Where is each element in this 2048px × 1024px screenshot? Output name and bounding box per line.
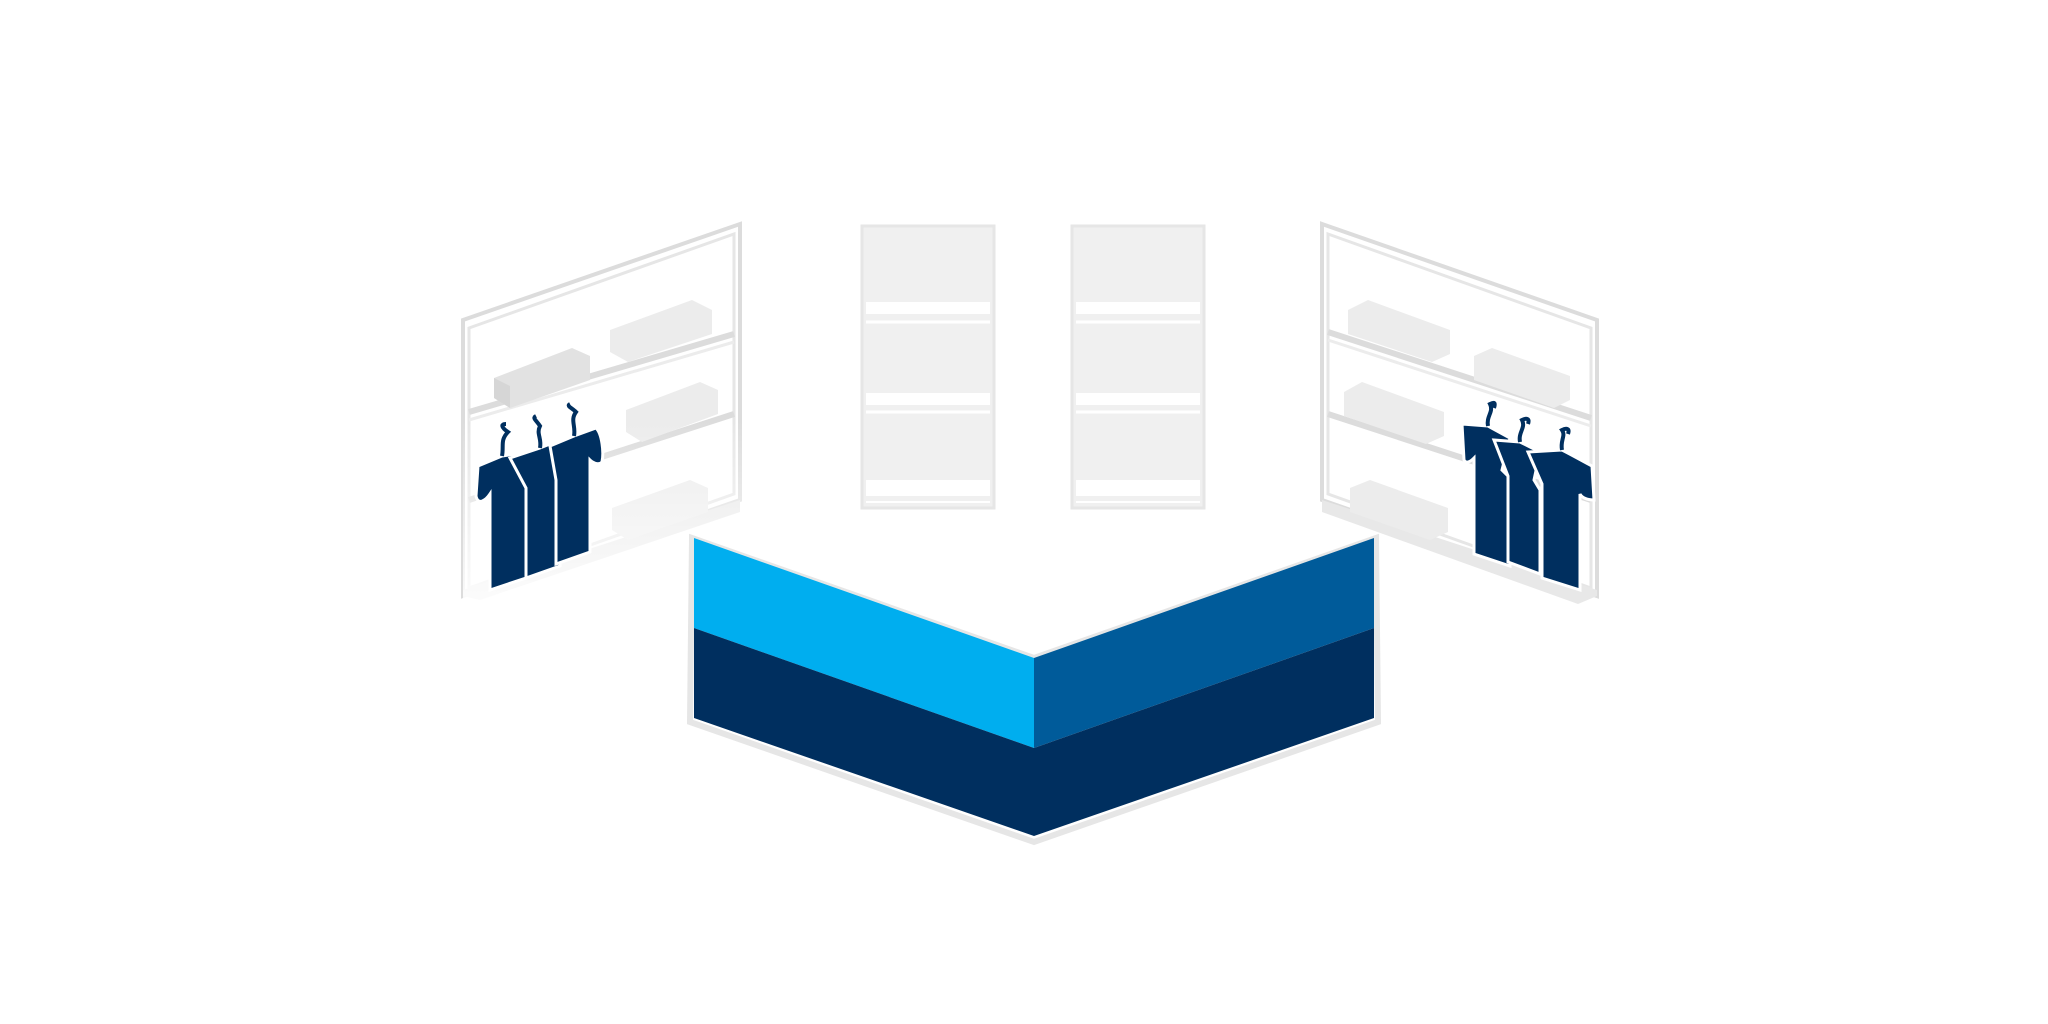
left-clothing-rack-icon [474,402,605,593]
garment-icon [1460,400,1512,569]
center-right-shelf-icon [1070,224,1206,510]
right-shelf-box [1350,480,1448,540]
garment-icon [1525,426,1596,593]
garment-icon [1491,416,1542,577]
garment-icon [548,402,605,567]
center-left-shelf-icon [860,224,996,510]
right-clothing-rack-icon [1460,400,1596,593]
left-shelf-box [494,348,590,408]
left-shelf-box [610,300,712,362]
right-shelf-box [1344,382,1444,444]
counter-icon [686,533,1382,846]
right-shelf-box [1348,300,1450,362]
right-shelf-box [1474,348,1570,408]
